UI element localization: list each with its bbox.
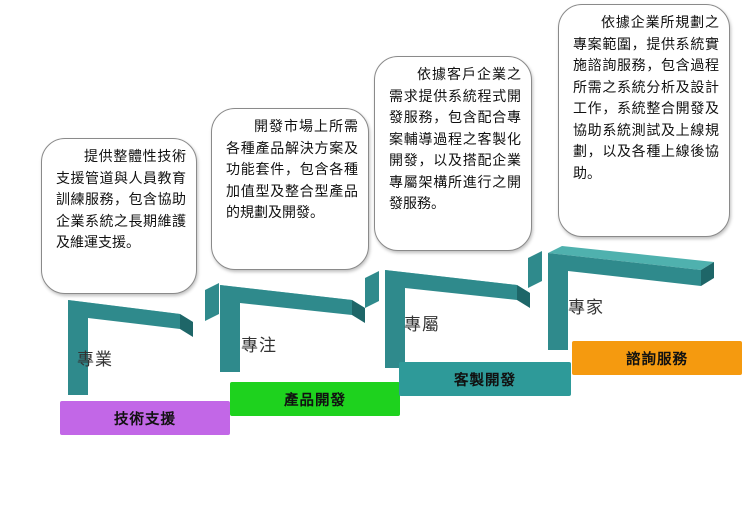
stair-step-2-riser [365, 271, 379, 308]
stair-step-3 [385, 251, 542, 368]
stair-step-1 [68, 283, 219, 395]
stair-step-3-riser [528, 251, 542, 288]
step-1-tag: 專業 [77, 350, 113, 370]
stair-step-4-top [548, 246, 714, 270]
stair-step-2 [220, 271, 379, 372]
step-4-description-bubble: 依據企業所規劃之專案範圍，提供系統實施諮詢服務，包含過程所需之系統分析及設計工作… [558, 4, 730, 237]
step-3-label: 客製開發 [399, 362, 571, 396]
step-4-label: 諮詢服務 [572, 341, 742, 375]
stair-step-1-front [68, 300, 180, 395]
stair-step-3-side [517, 285, 530, 308]
step-1-description-bubble: 提供整體性技術支援管道與人員教育訓練服務，包含協助企業系統之長期維護及維運支援。 [41, 138, 197, 294]
stair-step-1-side [180, 314, 193, 337]
stair-step-3-front [385, 270, 517, 368]
stair-step-4-front [548, 253, 701, 350]
stair-step-4-side [701, 262, 714, 286]
stair-step-2-side [352, 300, 365, 323]
stair-step-4 [548, 246, 714, 350]
step-3-description-bubble: 依據客戶企業之需求提供系統程式開發服務，包含配合專案輔導過程之客製化開發，以及搭… [374, 56, 532, 251]
step-2-label: 產品開發 [230, 382, 400, 416]
step-2-tag: 專注 [241, 336, 277, 356]
step-4-tag: 專家 [568, 298, 604, 318]
step-3-tag: 專屬 [404, 315, 440, 335]
step-1-label: 技術支援 [60, 401, 230, 435]
stair-step-1-riser [205, 283, 219, 321]
stair-step-2-front [220, 285, 352, 372]
step-2-description-bubble: 開發市場上所需各種產品解決方案及功能套件，包含各種加值型及整合型產品的規劃及開發… [211, 108, 369, 270]
